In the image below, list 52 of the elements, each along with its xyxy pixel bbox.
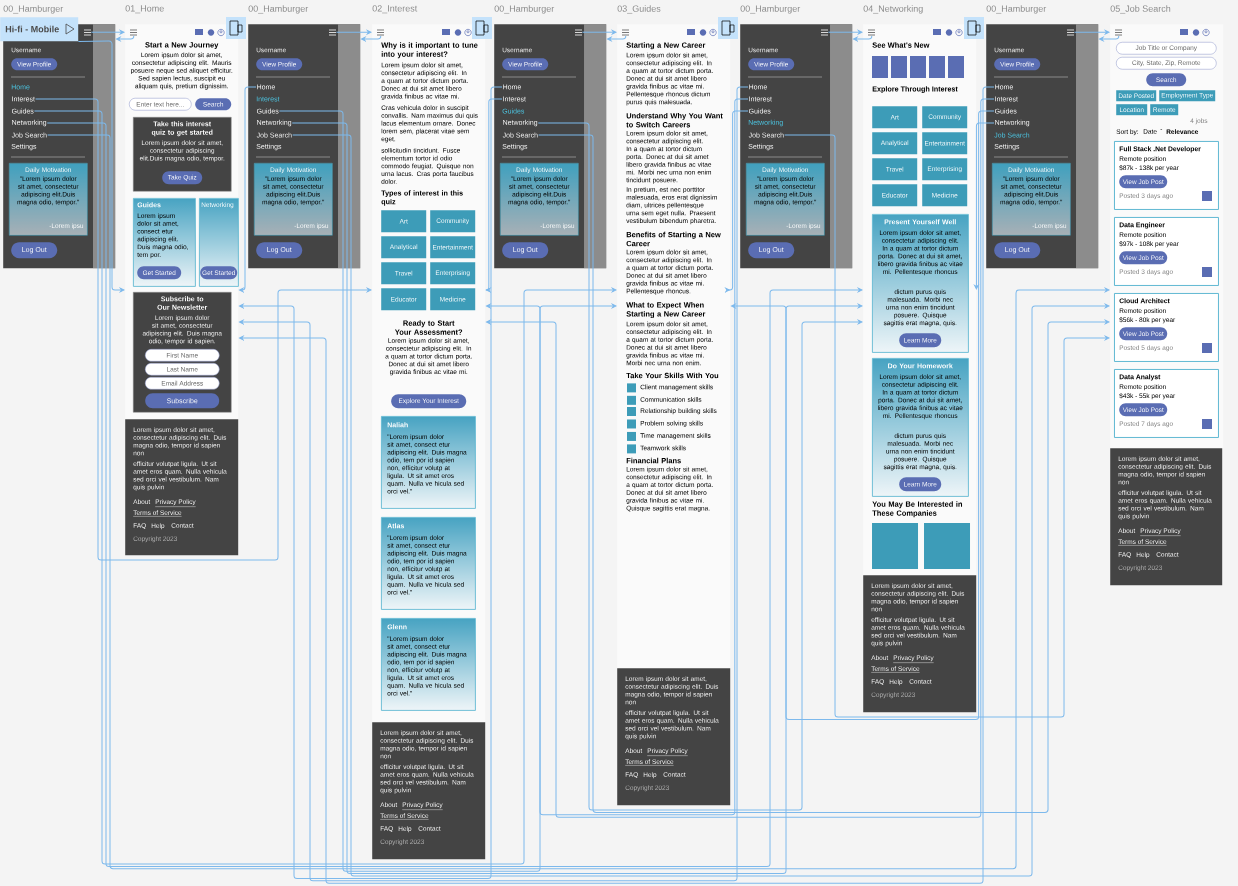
menu-icon [867, 29, 876, 36]
prototype-link [827, 29, 863, 35]
prototype-link [537, 122, 863, 811]
prototype-link [46, 122, 863, 867]
prototype-link [239, 86, 257, 293]
prototype-link [239, 86, 749, 882]
prototype-link [725, 110, 749, 293]
menu-icon [621, 29, 630, 36]
node-label: 00_Hamburger [3, 5, 64, 14]
node-label: 00_Hamburger [740, 5, 801, 14]
menu-icon [83, 29, 92, 36]
node-label: 00_Hamburger [986, 5, 1047, 14]
node-label: 03_Guides [617, 5, 661, 14]
prototype-link [486, 98, 995, 818]
prototype-link [335, 29, 372, 35]
menu-icon [1114, 29, 1123, 36]
prototype-link [239, 86, 503, 879]
node-label: 05_Job Search [1110, 5, 1171, 14]
menu-icon [820, 29, 829, 36]
prototype-link [278, 110, 617, 872]
prototype-link [974, 122, 995, 290]
prototype-link [77, 40, 125, 293]
menu-icon [129, 29, 138, 36]
prototype-link [292, 134, 1110, 877]
prototype-link [607, 35, 627, 42]
prototype-link [90, 29, 125, 35]
prototype-link [784, 134, 1110, 718]
node-label: 00_Hamburger [494, 5, 555, 14]
prototype-link [485, 98, 503, 293]
prototype-link [116, 35, 135, 42]
node-label: 00_Hamburger [248, 5, 309, 14]
prototype-link [1073, 29, 1110, 35]
prototype-link [361, 35, 382, 42]
prototype-link [47, 134, 1110, 870]
prototype-link [35, 98, 372, 561]
prototype-link [538, 134, 1110, 813]
menu-icon [574, 29, 583, 36]
prototype-link [1099, 35, 1120, 42]
menu-icon [1066, 29, 1075, 36]
node-label: 01_Home [125, 5, 164, 14]
prototype-link [291, 122, 863, 875]
prototype-link [33, 110, 617, 865]
prototype-link [239, 86, 995, 884]
prototype-link [853, 35, 873, 42]
prototype-link [731, 110, 995, 720]
prototype-link [581, 29, 617, 35]
prototype-link [486, 98, 749, 816]
menu-icon [328, 29, 337, 36]
node-label: 02_Interest [372, 5, 418, 14]
node-label: 04_Networking [863, 5, 923, 14]
menu-icon [376, 29, 385, 36]
flow-start-badge: Hi-fi - Mobile [0, 17, 79, 42]
